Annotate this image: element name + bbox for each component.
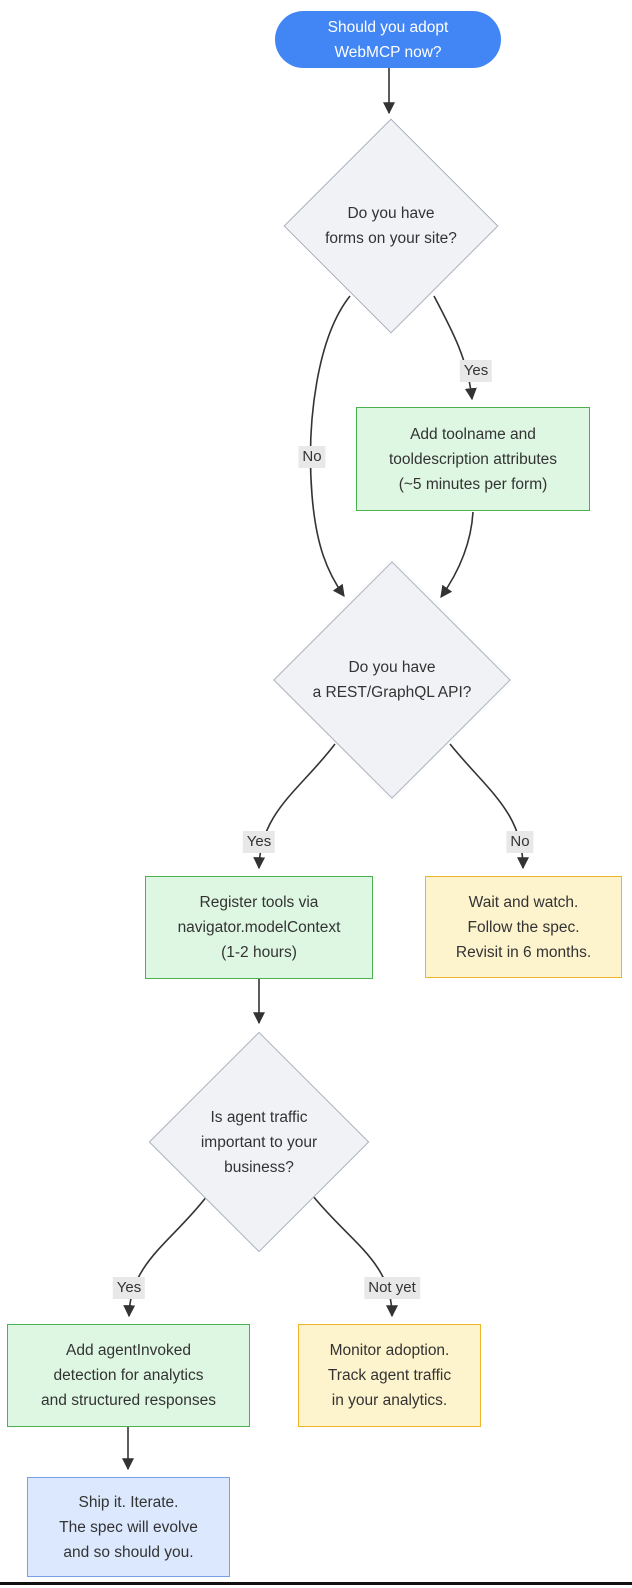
- bottom-divider: [0, 1582, 632, 1585]
- edge-label-api-no: No: [506, 831, 534, 853]
- edge-aforms-to-api: [440, 511, 474, 598]
- monitor-adoption-label: Monitor adoption. Track agent traffic in…: [327, 1342, 452, 1409]
- decision-forms-label: Do you have forms on your site?: [325, 205, 457, 247]
- action-add-attributes: Add toolname and tooldescription attribu…: [356, 407, 590, 511]
- edge-forms-yes: [433, 295, 477, 401]
- edge-label-traffic-notyet: Not yet: [364, 1277, 420, 1299]
- edge-label-forms-no: No: [298, 446, 326, 468]
- edge-label-api-yes: Yes: [242, 831, 276, 853]
- ship-it-label: Ship it. Iterate. The spec will evolve a…: [59, 1493, 198, 1561]
- edge-label-traffic-yes: Yes: [112, 1277, 146, 1299]
- action-agent-invoked: Add agentInvoked detection for analytics…: [7, 1324, 250, 1427]
- edge-forms-no: [309, 295, 351, 597]
- decision-api-label: Do you have a REST/GraphQL API?: [312, 659, 472, 701]
- action-register-tools: Register tools via navigator.modelContex…: [145, 876, 373, 979]
- action-register-tools-label: Register tools via navigator.modelContex…: [177, 894, 341, 961]
- start-node: Should you adopt WebMCP now?: [275, 11, 501, 68]
- decision-agent-traffic-label: Is agent traffic important to your busin…: [200, 1108, 318, 1176]
- wait-and-watch-node: Wait and watch. Follow the spec. Revisit…: [425, 876, 622, 978]
- monitor-adoption-node: Monitor adoption. Track agent traffic in…: [298, 1324, 481, 1427]
- wait-and-watch-label: Wait and watch. Follow the spec. Revisit…: [455, 893, 592, 961]
- edge-label-forms-yes: Yes: [459, 360, 493, 382]
- ship-it-node: Ship it. Iterate. The spec will evolve a…: [27, 1477, 230, 1577]
- action-agent-invoked-label: Add agentInvoked detection for analytics…: [41, 1342, 216, 1409]
- decision-forms: Do you have forms on your site?: [283, 118, 499, 334]
- start-node-label: Should you adopt WebMCP now?: [327, 18, 449, 61]
- decision-api: Do you have a REST/GraphQL API?: [273, 561, 511, 799]
- decision-agent-traffic: Is agent traffic important to your busin…: [148, 1031, 370, 1253]
- action-add-attributes-label: Add toolname and tooldescription attribu…: [388, 425, 557, 493]
